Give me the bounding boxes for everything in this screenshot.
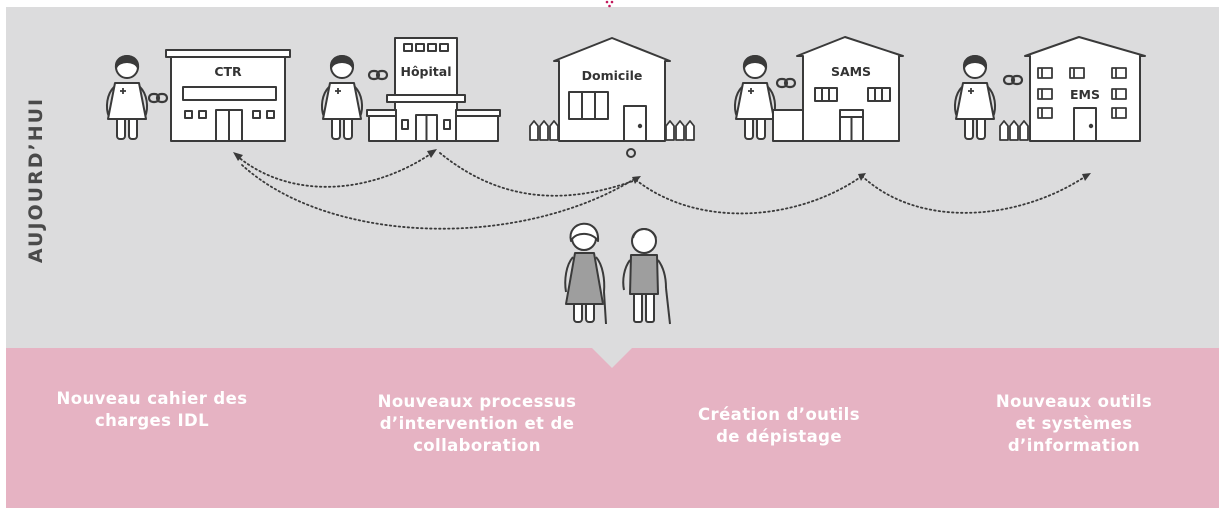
scene-illustration: CTR Hôpital [105, 36, 1146, 325]
link-icon [775, 77, 797, 89]
ctr-group: CTR [105, 49, 291, 142]
building-icon [366, 37, 501, 142]
home-marker-icon [626, 148, 636, 158]
building-label-ctr: CTR [214, 64, 242, 79]
action-new-processes: Nouveaux processus d’intervention et de … [377, 392, 577, 455]
dotted-arrow-icon [236, 152, 433, 188]
building-label-ems: EMS [1070, 87, 1100, 102]
building-label-sams: SAMS [831, 64, 871, 79]
house-icon [553, 37, 671, 142]
elderly-man-icon [622, 228, 671, 325]
nurse-icon [733, 55, 777, 140]
sams-group: SAMS [733, 36, 904, 142]
building-label-domicile: Domicile [582, 68, 643, 83]
hopital-group: Hôpital [320, 37, 501, 142]
building-icon [1024, 36, 1146, 142]
dotted-arrow-icon [439, 152, 637, 197]
panel-notch [591, 347, 633, 368]
link-icon [1002, 74, 1024, 86]
action-information-systems: Nouveaux outils et systèmes d’informatio… [995, 392, 1153, 455]
action-idl-specs: Nouveau cahier des charges IDL [56, 389, 248, 430]
care-flow-arrows [236, 152, 1087, 230]
dotted-arrow-icon [861, 175, 1087, 214]
domicile-group: Domicile [529, 37, 695, 158]
nurse-icon [953, 55, 997, 140]
action-screening-tools: Création d’outils de dépistage [698, 405, 860, 446]
link-icon [367, 69, 389, 81]
dotted-arrow-icon [241, 164, 637, 230]
link-icon [147, 92, 169, 104]
logo-dots-icon [605, 0, 614, 8]
ems-group: EMS [953, 36, 1146, 142]
fence-icon [529, 120, 559, 141]
arrow-heads [233, 149, 1091, 184]
fence-icon [665, 120, 695, 141]
building-icon [165, 49, 291, 142]
nurse-icon [320, 55, 364, 140]
elderly-woman-icon [564, 222, 607, 325]
fence-icon [999, 120, 1029, 141]
actions-panel [6, 348, 1219, 508]
dotted-arrow-icon [635, 175, 863, 215]
nurse-icon [105, 55, 149, 140]
building-label-hopital: Hôpital [401, 64, 452, 79]
elderly-couple-icon [564, 222, 671, 325]
building-icon [772, 36, 904, 142]
